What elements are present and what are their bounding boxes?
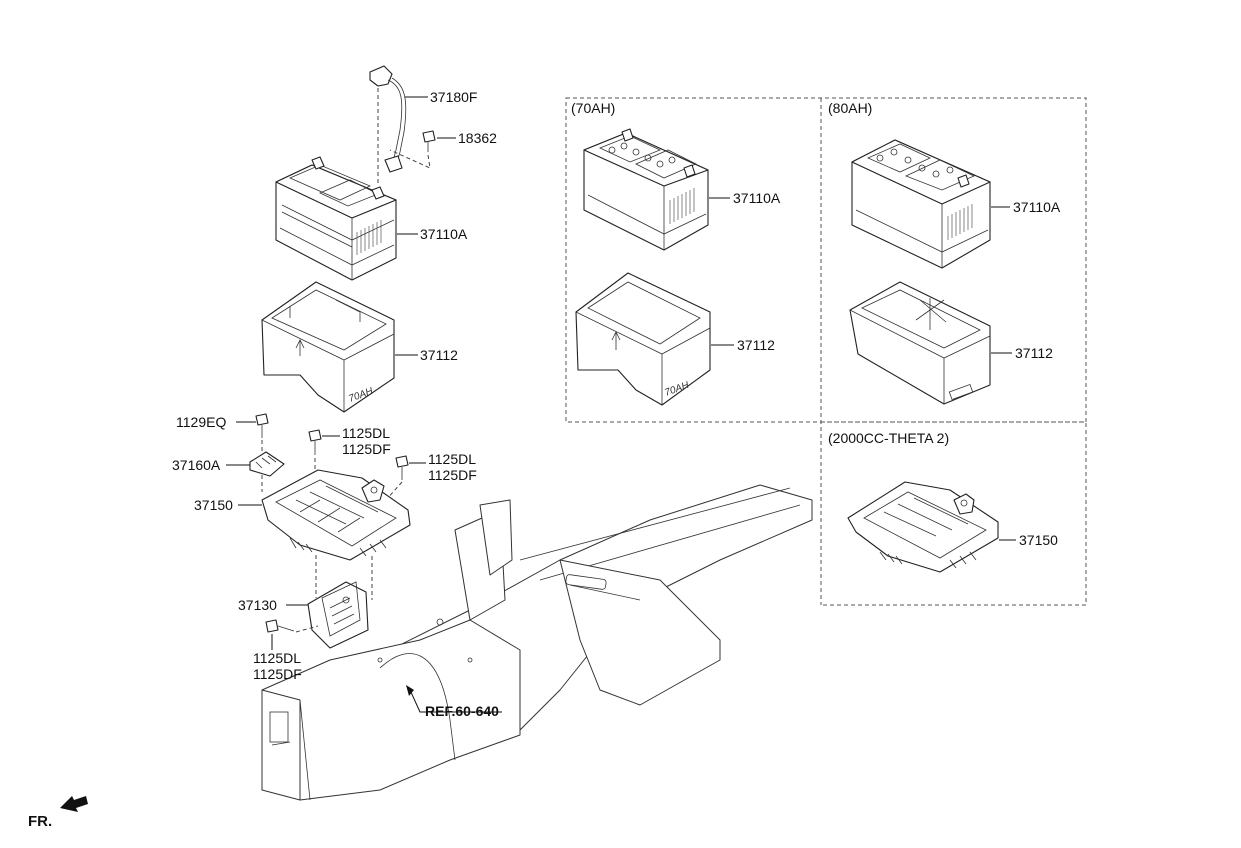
label-37180F: 37180F	[430, 89, 477, 105]
label-1125DL-a: 1125DL	[342, 425, 390, 441]
bolt-1125DL-a	[308, 429, 322, 455]
variant-panels-frame	[565, 97, 1087, 606]
panel-title-80ah: (80AH)	[828, 100, 872, 116]
bolt-18362	[422, 130, 436, 152]
battery-37110A-70ah	[583, 128, 709, 251]
label-18362: 18362	[458, 130, 497, 146]
label-1125DF-a: 1125DF	[342, 441, 391, 457]
label-37150-main: 37150	[194, 497, 233, 513]
label-1125DF-c: 1125DF	[253, 666, 302, 682]
label-37110A-main: 37110A	[420, 226, 468, 242]
label-1125DL-b: 1125DL	[428, 451, 476, 467]
clamp-37160A	[249, 451, 285, 477]
panel-title-theta: (2000CC-THETA 2)	[828, 430, 949, 446]
label-37112-70ah: 37112	[737, 337, 775, 353]
label-1129EQ: 1129EQ	[176, 414, 226, 430]
battery-tray-37112-main: 70AH	[261, 281, 395, 413]
battery-bracket-37150-theta	[847, 481, 999, 573]
battery-tray-37112-80ah	[849, 281, 991, 405]
label-1125DF-b: 1125DF	[428, 467, 477, 483]
battery-37110A-80ah	[851, 139, 991, 269]
front-label: FR.	[28, 813, 52, 830]
front-direction-arrow-icon	[60, 796, 88, 812]
ref-label: REF.60-640	[425, 703, 499, 719]
battery-tray-37112-70ah: 70AH	[575, 272, 711, 406]
label-37112-main: 37112	[420, 347, 458, 363]
label-37110A-70ah: 37110A	[733, 190, 781, 206]
vehicle-body-structure	[261, 484, 813, 801]
label-37130: 37130	[238, 597, 277, 613]
label-37110A-80ah: 37110A	[1013, 199, 1061, 215]
battery-cable-37180F	[369, 65, 407, 173]
panel-title-70ah: (70AH)	[571, 100, 615, 116]
label-1125DL-c: 1125DL	[253, 650, 301, 666]
label-37160A: 37160A	[172, 457, 221, 473]
bolt-1125DL-b	[395, 455, 409, 480]
label-37150-theta: 37150	[1019, 532, 1058, 548]
bolt-1125DL-c	[265, 619, 295, 633]
battery-37110A-main	[275, 156, 397, 281]
battery-bracket-37150-main	[261, 469, 411, 561]
support-bracket-37130	[307, 581, 369, 649]
label-37112-80ah: 37112	[1015, 345, 1053, 361]
bolt-1129EQ	[255, 413, 269, 438]
